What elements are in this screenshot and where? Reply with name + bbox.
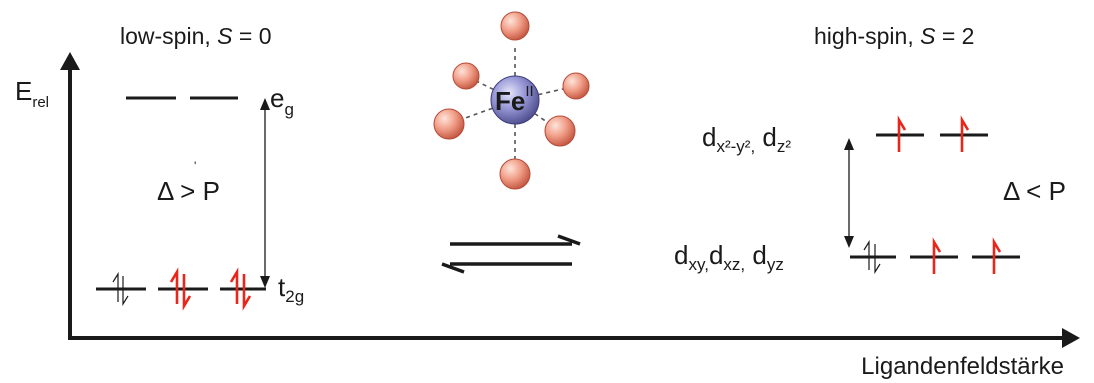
ligand-back-right bbox=[562, 72, 590, 100]
equilibrium-arrows bbox=[441, 234, 581, 274]
high-spin-relation: Δ < P bbox=[1003, 176, 1066, 206]
x-axis-label: Ligandenfeldstärke bbox=[861, 353, 1064, 380]
low-spin-t2g-label: t2g bbox=[278, 272, 304, 306]
high-spin-title: high-spin, S = 2 bbox=[814, 23, 974, 49]
y-axis bbox=[60, 52, 80, 340]
high-spin-t2g-unpaired-electrons bbox=[932, 237, 1002, 274]
low-spin-electron-pair-2 bbox=[169, 267, 192, 311]
stray-tick-mark: ' bbox=[194, 159, 196, 173]
ligand-back-left bbox=[452, 62, 480, 90]
high-spin-t2g-label: dxy,dxz, dyz bbox=[674, 240, 784, 274]
metal-label: FeII bbox=[495, 83, 534, 116]
metal-center bbox=[490, 75, 540, 125]
high-spin-electron-pair bbox=[863, 239, 881, 275]
low-spin-electron-pair-3 bbox=[229, 267, 252, 311]
low-spin-electron-pair-1 bbox=[112, 271, 129, 307]
ligand-bottom bbox=[499, 158, 531, 190]
high-spin-gap-arrow bbox=[844, 138, 854, 248]
high-spin-eg-electrons bbox=[897, 115, 970, 152]
x-axis bbox=[68, 328, 1080, 348]
octahedral-complex: FeII bbox=[433, 11, 590, 190]
low-spin-relation: Δ > P bbox=[157, 176, 220, 206]
low-spin-gap-arrow bbox=[260, 98, 270, 288]
ligand-front-left bbox=[433, 108, 465, 140]
ligand-top bbox=[500, 11, 530, 41]
high-spin-eg-label: dx²-y², dz² bbox=[702, 122, 791, 156]
low-spin-eg-label: eg bbox=[270, 83, 294, 119]
y-axis-label: Erel bbox=[15, 76, 49, 111]
low-spin-title: low-spin, S = 0 bbox=[120, 23, 272, 49]
ligand-front-right bbox=[544, 115, 576, 147]
